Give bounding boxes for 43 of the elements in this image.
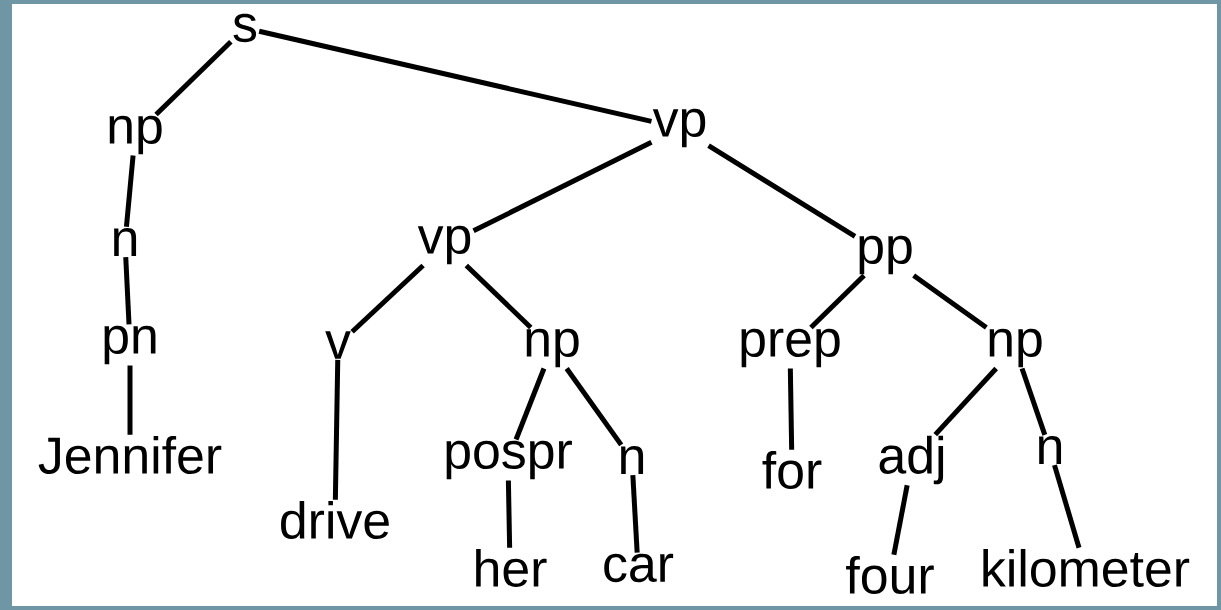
tree-label: n bbox=[621, 446, 644, 474]
tree-label: for bbox=[762, 451, 822, 489]
branch-line bbox=[912, 273, 988, 330]
tree-label: np bbox=[109, 115, 162, 155]
branch-line bbox=[127, 365, 133, 435]
tree-label: drive bbox=[281, 500, 389, 539]
tree-label: vp bbox=[652, 108, 706, 148]
branch-line bbox=[154, 39, 233, 117]
branch-line bbox=[464, 263, 533, 330]
tree-label: her bbox=[476, 548, 547, 587]
branch-line bbox=[332, 359, 341, 500]
branch-line bbox=[933, 366, 998, 437]
branch-line bbox=[564, 367, 624, 447]
branch-line bbox=[123, 155, 136, 228]
tree-label: np bbox=[989, 328, 1042, 368]
tree-label: pp bbox=[859, 235, 912, 275]
branch-line bbox=[123, 257, 132, 325]
tree-label: vp bbox=[417, 225, 471, 265]
branch-line bbox=[505, 480, 513, 548]
branch-line bbox=[513, 367, 547, 441]
branch-line bbox=[1052, 464, 1082, 549]
branch-line bbox=[350, 263, 425, 334]
tree-label: n bbox=[114, 228, 137, 256]
tree-label: pn bbox=[104, 325, 156, 365]
tree-label: adj bbox=[879, 435, 944, 485]
tree-label: kilometer bbox=[983, 548, 1190, 587]
branch-line bbox=[891, 484, 910, 556]
tree-label: np bbox=[526, 328, 579, 368]
branch-line bbox=[472, 139, 653, 234]
tree-label: four bbox=[846, 556, 934, 594]
tree-label: Jennifer bbox=[38, 435, 222, 474]
branch-line bbox=[787, 368, 795, 450]
tree-label: prep bbox=[741, 328, 840, 368]
tree-label: pospr bbox=[446, 440, 572, 480]
tree-label: v bbox=[325, 331, 351, 359]
branch-line bbox=[707, 143, 857, 239]
branch-line bbox=[809, 273, 866, 330]
tree-label: car bbox=[604, 553, 674, 583]
branch-line bbox=[258, 28, 652, 124]
branch-line bbox=[630, 475, 640, 553]
tree-label: n bbox=[1039, 436, 1062, 464]
branch-line bbox=[1019, 367, 1048, 436]
tree-label: s bbox=[233, 13, 257, 43]
